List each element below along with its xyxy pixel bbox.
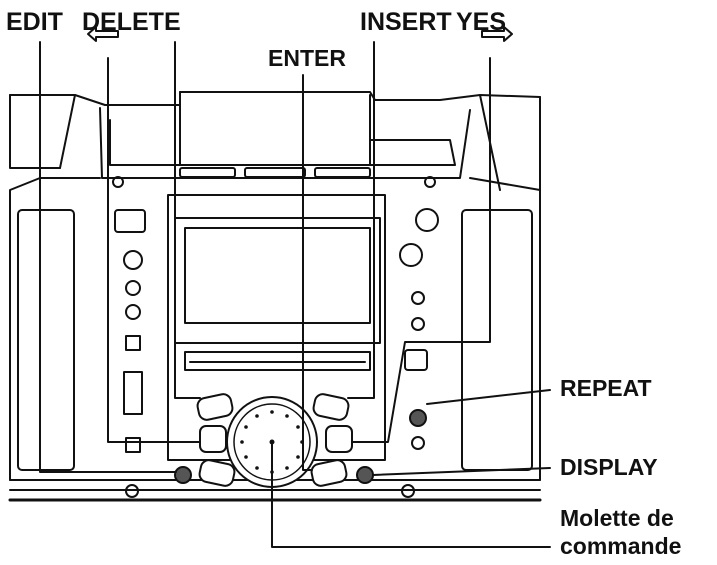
left-controls [114,209,146,453]
display-button[interactable] [356,466,374,484]
callout-lines [39,41,551,548]
right-arrow-icon [481,26,513,42]
dial-dot [240,440,244,444]
right-round-button-top[interactable] [415,208,439,232]
yes-button[interactable] [325,425,353,453]
label-display: DISPLAY [560,454,658,480]
dial-dot [255,414,259,418]
right-round-button-2[interactable] [411,317,425,331]
dial-dot [244,455,248,459]
label-jog-dial: Molette de commande [560,504,681,560]
label-jog-dial-line2: commande [560,533,682,559]
callout-enter [302,74,313,471]
callout-delete [107,57,201,443]
callout-edit [39,41,177,473]
left-arrow-icon [87,26,119,42]
left-square-button[interactable] [114,209,146,233]
dial-dot [270,410,274,414]
label-edit: EDIT [6,8,63,36]
device-handle [9,91,541,191]
callout-jog-dial [271,441,551,548]
dial-dot [255,466,259,470]
cassette-slot [184,351,371,371]
label-enter: ENTER [268,45,346,71]
right-round-button-3[interactable] [411,436,425,450]
left-round-button-3[interactable] [125,304,141,320]
left-small-square-button[interactable] [125,335,141,351]
right-square-button[interactable] [404,349,428,371]
insert-button[interactable] [312,393,350,422]
center-panel [167,194,386,461]
right-round-button-1[interactable] [411,291,425,305]
callout-display [372,467,551,476]
power-button[interactable] [174,466,192,484]
dial-dot [285,414,289,418]
dial-dot [244,425,248,429]
left-round-button-1[interactable] [123,250,143,270]
callout-edit-pill [174,41,201,399]
dial-dot [285,466,289,470]
label-repeat: REPEAT [560,375,652,401]
dial-dot [296,455,300,459]
left-slider[interactable] [123,371,143,415]
enter-button[interactable] [310,459,348,488]
callout-repeat [426,389,551,405]
right-round-button-big[interactable] [399,243,423,267]
cd-lid [109,91,456,188]
callout-insert [347,41,375,399]
delete-button[interactable] [199,425,227,453]
left-round-button-2[interactable] [125,280,141,296]
bottom-left-pill-button[interactable] [198,459,236,488]
label-jog-dial-line1: Molette de [560,505,674,531]
label-insert: INSERT [360,8,452,36]
callout-yes [351,57,491,443]
repeat-button[interactable] [409,409,427,427]
right-controls [399,208,439,450]
left-bottom-square-button[interactable] [125,437,141,453]
lcd-display [184,227,371,324]
dial-dot [296,425,300,429]
edit-button[interactable] [196,393,234,422]
